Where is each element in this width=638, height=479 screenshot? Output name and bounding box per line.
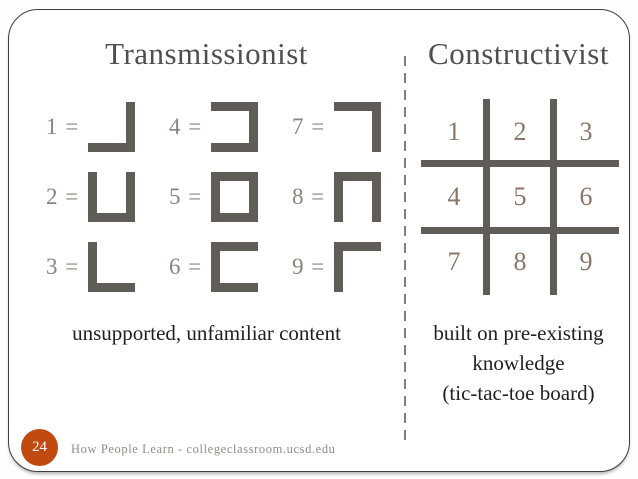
shape-side-top — [211, 172, 258, 181]
page-number-badge: 24 — [21, 429, 58, 466]
shape-item-label: 1 = — [46, 114, 80, 139]
shape-side-top — [334, 102, 381, 111]
grid-cell-number: 7 — [447, 247, 461, 277]
shape-side-left — [211, 172, 220, 222]
shape-item-label: 4 = — [169, 114, 203, 139]
left-panel-title: Transmissionist — [105, 36, 308, 71]
right-caption-line: built on pre-existing — [433, 321, 604, 345]
grid-cell-number: 4 — [447, 181, 461, 211]
shape-side-right — [372, 172, 381, 222]
tic-tac-toe-board: 1 2 3 4 5 6 7 8 9 — [421, 99, 619, 295]
shape-side-bottom — [211, 143, 258, 152]
shape-item-label: 8 = — [292, 184, 326, 209]
shape-side-top — [334, 172, 381, 181]
grid-cell-number: 1 — [447, 116, 461, 146]
cell-border-shape — [334, 102, 381, 152]
grid-line-vertical-left — [482, 99, 490, 295]
grid-cell-number: 9 — [579, 247, 593, 277]
shape-side-right — [249, 102, 258, 152]
left-caption: unsupported, unfamiliar content — [72, 321, 341, 345]
shape-side-left — [211, 242, 220, 292]
shape-side-bottom — [88, 143, 135, 152]
credit-text: How People Learn - collegeclassroom.ucsd… — [71, 442, 336, 456]
shape-side-bottom — [88, 213, 135, 222]
grid-cells: 1 2 3 4 5 6 7 8 9 — [421, 99, 619, 295]
shape-item-label: 6 = — [169, 254, 203, 279]
shape-side-top — [211, 242, 258, 251]
shape-side-top — [211, 102, 258, 111]
grid-line-vertical-right — [549, 99, 557, 295]
shape-item: 2 = — [46, 162, 169, 232]
constructivist-panel: Constructivist 1 2 3 4 5 6 7 8 9 built on pre-ex… — [408, 10, 629, 471]
slide: Transmissionist 1 = 4 = 7 = 2 = 5 = 8 = 3 = 6 =… — [8, 9, 630, 472]
shape-item: 6 = — [169, 232, 292, 302]
grid-line-horizontal-bottom — [421, 226, 619, 234]
cell-border-shape — [211, 102, 258, 152]
shape-side-left — [88, 242, 97, 292]
right-caption-line: knowledge — [472, 351, 565, 375]
right-caption: built on pre-existing knowledge (tic-tac-t… — [408, 318, 629, 408]
numbered-shapes-grid: 1 = 4 = 7 = 2 = 5 = 8 = 3 = 6 = 9 = — [46, 92, 415, 302]
shape-item-label: 7 = — [292, 114, 326, 139]
shape-side-bottom — [211, 283, 258, 292]
shape-item: 9 = — [292, 232, 415, 302]
right-panel-title: Constructivist — [428, 36, 609, 71]
shape-item: 8 = — [292, 162, 415, 232]
grid-cell-number: 6 — [579, 181, 593, 211]
shape-item-label: 5 = — [169, 184, 203, 209]
cell-border-shape — [211, 242, 258, 292]
grid-line-horizontal-top — [421, 160, 619, 168]
shape-side-right — [126, 102, 135, 152]
shape-side-right — [126, 172, 135, 222]
shape-side-left — [334, 172, 343, 222]
right-caption-line: (tic-tac-toe board) — [442, 381, 595, 405]
cell-border-shape — [88, 242, 135, 292]
shape-side-bottom — [88, 283, 135, 292]
shape-item: 1 = — [46, 92, 169, 162]
shape-item-label: 3 = — [46, 254, 80, 279]
shape-item: 5 = — [169, 162, 292, 232]
shape-side-right — [249, 172, 258, 222]
dashed-divider — [404, 56, 406, 441]
cell-border-shape — [334, 172, 381, 222]
shape-item-label: 2 = — [46, 184, 80, 209]
page-number: 24 — [32, 439, 47, 455]
grid-cell-number: 5 — [513, 181, 527, 211]
shape-item-label: 9 = — [292, 254, 326, 279]
cell-border-shape — [211, 172, 258, 222]
grid-cell-number: 8 — [513, 247, 527, 277]
grid-cell-number: 3 — [579, 116, 593, 146]
shape-side-bottom — [211, 213, 258, 222]
cell-border-shape — [88, 172, 135, 222]
shape-item: 3 = — [46, 232, 169, 302]
cell-border-shape — [88, 102, 135, 152]
grid-cell-number: 2 — [513, 116, 527, 146]
shape-side-left — [88, 172, 97, 222]
shape-side-left — [334, 242, 343, 292]
shape-side-top — [334, 242, 381, 251]
transmissionist-panel: Transmissionist 1 = 4 = 7 = 2 = 5 = 8 = 3 = 6 =… — [9, 10, 404, 471]
shape-item: 7 = — [292, 92, 415, 162]
cell-border-shape — [334, 242, 381, 292]
shape-side-right — [372, 102, 381, 152]
shape-item: 4 = — [169, 92, 292, 162]
